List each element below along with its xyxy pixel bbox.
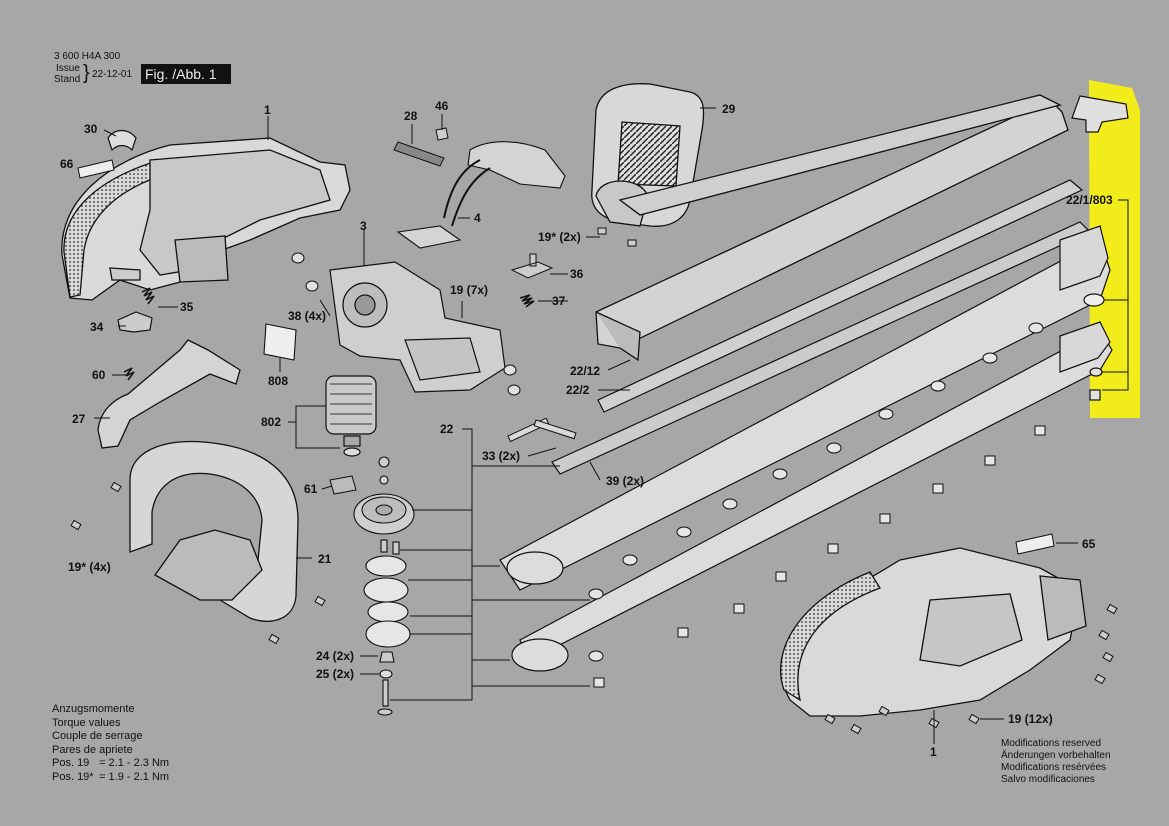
callout-802: 802 — [261, 415, 281, 429]
callout-38: 38 (4x) — [288, 309, 326, 323]
callout-37: 37 — [552, 294, 566, 308]
torque-pos19s: Pos. 19* = 1.9 - 2.1 Nm — [52, 771, 169, 785]
callout-33: 33 (2x) — [482, 449, 520, 463]
part-27 — [97, 339, 241, 449]
callout-29: 29 — [722, 102, 736, 116]
part-802-motor — [325, 375, 377, 457]
callout-labels: 1 30 66 28 46 4 3 29 19* (2x) 36 37 19 (… — [60, 99, 1113, 759]
callout-1-top: 1 — [264, 103, 271, 117]
callout-4: 4 — [474, 211, 481, 225]
issue-date: 22-12-01 — [92, 69, 133, 80]
callout-25: 25 (2x) — [316, 667, 354, 681]
modifications-line: Salvo modificaciones — [1001, 774, 1095, 785]
callout-65: 65 — [1082, 537, 1096, 551]
callout-36: 36 — [570, 267, 584, 281]
callout-19-7x: 19 (7x) — [450, 283, 488, 297]
part-65 — [1015, 533, 1055, 555]
screw-group-left — [70, 227, 637, 645]
torque-pos19s-label: Pos. 19* — [52, 770, 94, 783]
part-4 — [396, 141, 566, 249]
torque-line: Couple de serrage — [52, 730, 143, 743]
callout-22: 22 — [440, 422, 454, 436]
housing-bottom-part — [780, 547, 1087, 717]
blade-assembly — [499, 239, 1113, 672]
part-22-12-guard — [595, 94, 1069, 362]
callout-34: 34 — [90, 320, 104, 334]
part-808 — [263, 323, 297, 361]
part-34 — [117, 311, 153, 333]
callout-21: 21 — [318, 552, 332, 566]
part-66 — [77, 159, 115, 179]
callout-60: 60 — [92, 368, 106, 382]
part-61 — [329, 475, 357, 495]
part-37-spring — [519, 294, 535, 308]
blade-fasteners — [588, 322, 1046, 688]
housing-top-part — [61, 137, 351, 301]
callout-19-12x: 19 (12x) — [1008, 712, 1053, 726]
part-35-spring — [141, 287, 155, 305]
callout-19-2x-top: 19* (2x) — [538, 230, 581, 244]
part-3 — [329, 261, 506, 393]
callout-19-4x: 19* (4x) — [68, 560, 111, 574]
callout-39: 39 (2x) — [606, 474, 644, 488]
torque-values: Anzugsmomente Torque values Couple de se… — [52, 703, 169, 785]
brace-symbol: } — [83, 62, 90, 84]
torque-pos19: Pos. 19 = 2.1 - 2.3 Nm — [52, 757, 169, 771]
part-28 — [393, 141, 445, 167]
screw-group-bottom — [824, 603, 1118, 735]
issue-label: Issue — [56, 63, 80, 74]
torque-pos19-value: = 2.1 - 2.3 Nm — [99, 757, 170, 770]
callout-66: 66 — [60, 157, 74, 171]
callout-30: 30 — [84, 122, 98, 136]
callout-808: 808 — [268, 374, 288, 388]
callout-22-12: 22/12 — [570, 364, 600, 378]
callout-3: 3 — [360, 219, 367, 233]
torque-line: Torque values — [52, 716, 121, 729]
part-36 — [510, 253, 554, 279]
part-46 — [435, 127, 449, 141]
part-21-handle — [129, 441, 299, 622]
part-60-spring — [123, 367, 135, 381]
callout-1-bottom: 1 — [930, 745, 937, 759]
modifications-line: Modifications reserved — [1001, 738, 1102, 749]
callout-22-2: 22/2 — [566, 383, 590, 397]
callout-22-1-803: 22/1/803 — [1066, 193, 1113, 207]
figure-badge: Fig. /Abb. 1 — [141, 64, 231, 84]
torque-pos19s-value: = 1.9 - 2.1 Nm — [99, 770, 170, 783]
callout-61: 61 — [304, 482, 318, 496]
callout-27: 27 — [72, 412, 86, 426]
leader-lines — [94, 107, 1129, 744]
callout-24: 24 (2x) — [316, 649, 354, 663]
part-22-1-803 — [1059, 95, 1129, 401]
torque-line: Anzugsmomente — [52, 703, 135, 715]
gear-stack — [353, 456, 415, 716]
callout-46: 46 — [435, 99, 449, 113]
part-33-pins — [507, 417, 577, 443]
torque-pos19-label: Pos. 19 — [52, 757, 90, 770]
part-38-washers — [291, 252, 521, 396]
part-30 — [107, 129, 137, 152]
modifications-line: Änderungen vorbehalten — [1001, 750, 1111, 761]
modifications-line: Modifications resérvées — [1001, 762, 1107, 773]
callout-35: 35 — [180, 300, 194, 314]
callout-28: 28 — [404, 109, 418, 123]
torque-line: Pares de apriete — [52, 743, 133, 756]
modifications-notice: Modifications reserved Änderungen vorbeh… — [1001, 738, 1111, 786]
doc-number: 3 600 H4A 300 — [54, 51, 121, 62]
part-22-2-rail — [597, 179, 1084, 413]
stand-label: Stand — [54, 74, 81, 85]
